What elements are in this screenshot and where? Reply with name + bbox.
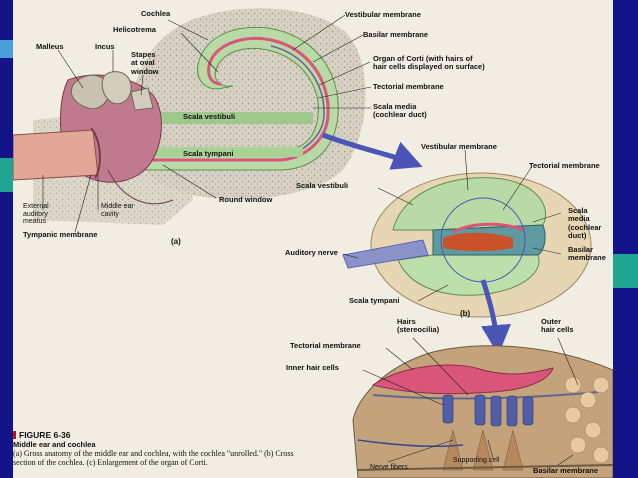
hair-cells bbox=[442, 394, 534, 427]
label-scala-media-a: Scala media (cochlear duct) bbox=[373, 102, 427, 120]
ear-anatomy-illustration bbox=[13, 8, 613, 478]
panel-a-sublabel: (a) bbox=[171, 237, 181, 246]
label-auditory-nerve: Auditory nerve bbox=[285, 248, 338, 257]
label-tectorial-membrane-b: Tectorial membrane bbox=[529, 161, 600, 170]
organ-of-corti-b bbox=[443, 232, 513, 251]
label-tympanic-membrane: Tympanic membrane bbox=[23, 230, 98, 239]
label-malleus: Malleus bbox=[36, 42, 64, 51]
incus bbox=[101, 71, 132, 105]
label-helicotrema: Helicotrema bbox=[113, 25, 156, 34]
tympanic-membrane-shape bbox=[90, 127, 101, 179]
malleus bbox=[70, 74, 110, 110]
auditory-nerve-shape bbox=[342, 239, 429, 269]
right-teal-bar bbox=[613, 254, 638, 288]
scala-vestibuli-region bbox=[392, 177, 546, 231]
label-round-window: Round window bbox=[219, 195, 273, 204]
label-incus: Incus bbox=[95, 42, 115, 51]
label-hairs-stereocilia: Hairs (stereocilia) bbox=[397, 317, 440, 335]
label-scala-vestibuli-a: Scala vestibuli bbox=[183, 112, 236, 121]
eustachian-area bbox=[107, 169, 174, 205]
outer-cell-column bbox=[564, 376, 610, 464]
tectorial-b bbox=[452, 222, 524, 234]
figure-caption-text: (a) Gross anatomy of the middle ear and … bbox=[13, 449, 294, 468]
label-vestibular-membrane-b: Vestibular membrane bbox=[421, 142, 497, 151]
label-basilar-membrane-b: Basilar membrane bbox=[568, 245, 606, 263]
figure-number: FIGURE 6-36 bbox=[13, 430, 303, 440]
label-scala-vestibuli-b: Scala vestibuli bbox=[296, 181, 349, 190]
panel-b-sublabel: (b) bbox=[460, 309, 471, 318]
label-supporting-cell: Supporting cell bbox=[453, 457, 500, 464]
label-inner-hair-cells: Inner hair cells bbox=[286, 363, 339, 372]
supporting-cells bbox=[442, 429, 524, 471]
scala-tympani-region bbox=[397, 254, 540, 296]
stapes bbox=[130, 87, 154, 111]
basilar-membrane-c bbox=[357, 464, 613, 471]
figure-title: Middle ear and cochlea bbox=[13, 440, 96, 449]
label-scala-tympani-a: Scala tympani bbox=[183, 149, 234, 158]
tectorial-membrane-c bbox=[371, 364, 554, 395]
label-cochlea: Cochlea bbox=[141, 9, 171, 18]
ear-canal bbox=[13, 129, 99, 181]
label-basilar-membrane-c: Basilar membrane bbox=[533, 466, 599, 475]
label-middle-ear-cavity: Middle ear cavity bbox=[101, 203, 134, 218]
cochlea-mid bbox=[143, 36, 330, 162]
label-vestibular-membrane-a: Vestibular membrane bbox=[345, 10, 421, 19]
label-scala-media-b: Scala media (cochlear duct) bbox=[568, 206, 602, 241]
label-stapes: Stapes at oval window bbox=[131, 50, 159, 76]
label-tectorial-membrane-a: Tectorial membrane bbox=[373, 82, 444, 91]
label-external-auditory-meatus: External auditory meatus bbox=[23, 203, 49, 226]
label-outer-hair-cells: Outer hair cells bbox=[541, 317, 574, 335]
left-accent-bar bbox=[0, 40, 13, 58]
label-basilar-membrane-a: Basilar membrane bbox=[363, 30, 429, 39]
label-organ-of-corti: Organ of Corti (with hairs of hair cells… bbox=[373, 54, 485, 72]
figure-caption: FIGURE 6-36 Middle ear and cochlea (a) G… bbox=[13, 430, 303, 467]
arrow-b-to-c bbox=[480, 279, 511, 355]
label-scala-tympani-b: Scala tympani bbox=[349, 296, 400, 305]
textbook-page: Cochlea Helicotrema Malleus Incus Stapes… bbox=[13, 0, 613, 478]
label-tectorial-membrane-c: Tectorial membrane bbox=[290, 341, 361, 350]
nerve-fibers-shape bbox=[357, 439, 464, 447]
left-teal-bar bbox=[0, 158, 13, 192]
arrow-a-to-b bbox=[322, 132, 423, 170]
label-nerve-fibers: Nerve fibers bbox=[370, 464, 408, 471]
